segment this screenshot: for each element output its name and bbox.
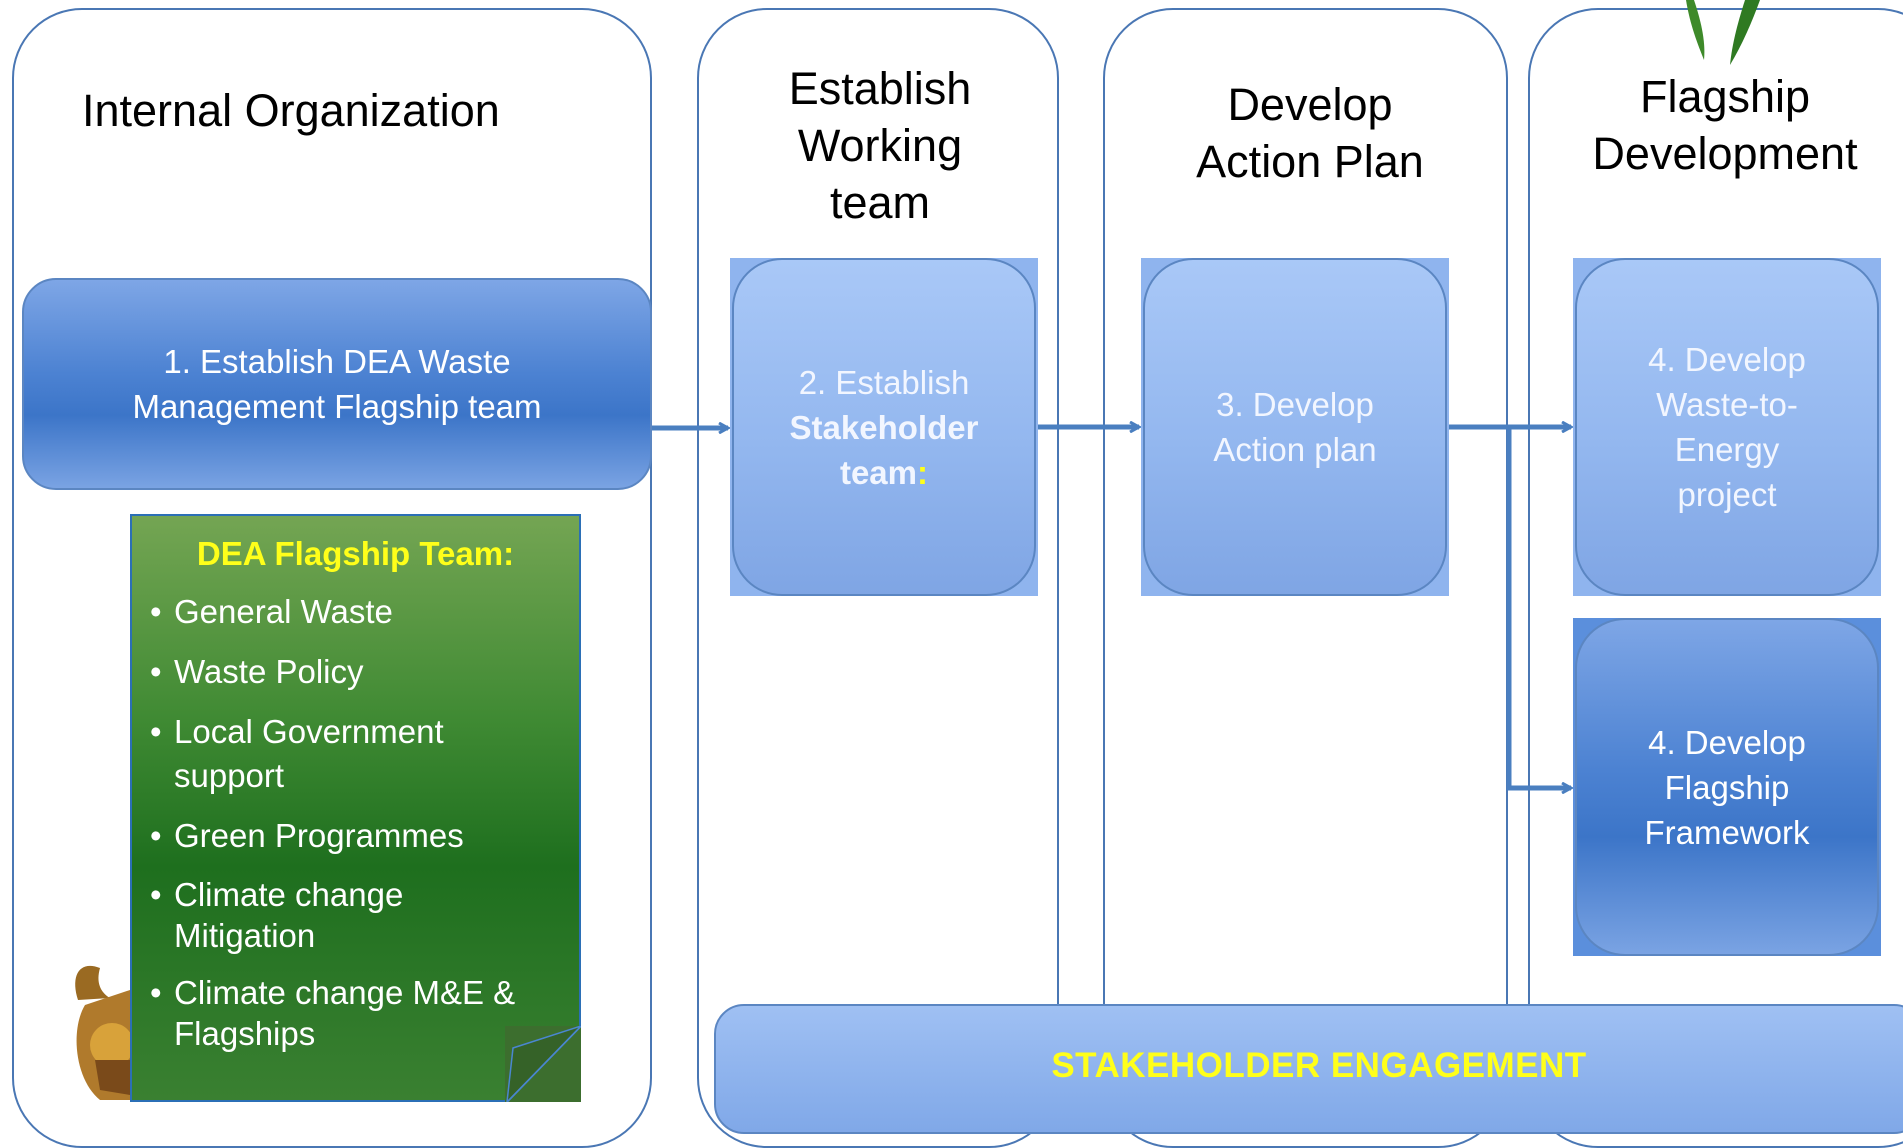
step-3-line-2: Action plan bbox=[1213, 431, 1377, 468]
team-item-local-government: Local Government support bbox=[150, 710, 579, 798]
team-item-5-line-2: Mitigation bbox=[174, 917, 316, 954]
leaf-decoration bbox=[1686, 0, 1760, 65]
step-4a-line-4: project bbox=[1677, 476, 1777, 513]
dea-flagship-team-title: DEA Flagship Team: bbox=[196, 535, 515, 572]
step-2-line-3: team: bbox=[840, 450, 928, 495]
lane-title-develop-action-plan: Develop Action Plan bbox=[1196, 79, 1424, 187]
step-2-line-2: Stakeholder bbox=[789, 408, 979, 446]
step-3-line-1: 3. Develop bbox=[1216, 386, 1374, 423]
coat-of-arms-emblem bbox=[75, 965, 134, 1100]
team-item-1-text: General Waste bbox=[174, 593, 393, 630]
step-1-line-2: Management Flagship team bbox=[132, 388, 542, 425]
lane-title-establish-working-team: Establish Working team bbox=[788, 63, 972, 228]
team-item-5-line-1: Climate change bbox=[174, 876, 404, 913]
team-item-green-programmes: Green Programmes bbox=[150, 814, 579, 858]
team-item-3-line-1: Local Government bbox=[174, 713, 444, 750]
step-3-develop-action-plan: 3. Develop Action plan bbox=[1143, 258, 1447, 596]
step-1-line-1: 1. Establish DEA Waste bbox=[163, 343, 511, 380]
step-4b-line-3: Framework bbox=[1644, 813, 1810, 851]
dea-flagship-team-list: General Waste Waste Policy Local Governm… bbox=[132, 590, 579, 1054]
step-4a-line-1: 4. Develop bbox=[1648, 341, 1806, 378]
step-4b-line-1: 4. Develop bbox=[1648, 723, 1806, 761]
step-4a-line-3: Energy bbox=[1674, 431, 1780, 468]
team-item-3-line-2: support bbox=[174, 757, 285, 794]
stakeholder-engagement-label: STAKEHOLDER ENGAGEMENT bbox=[1051, 1046, 1587, 1085]
step-2-colon: : bbox=[917, 453, 929, 491]
step-4b-line-2: Flagship bbox=[1664, 768, 1790, 806]
page-curl-icon bbox=[505, 1026, 581, 1102]
step-4a-line-2: Waste-to- bbox=[1656, 386, 1798, 423]
step-1-establish-dea-team: 1. Establish DEA Waste Management Flagsh… bbox=[22, 278, 652, 490]
lane-title-flagship-development: Flagship Development bbox=[1592, 71, 1858, 179]
step-4b-flagship-framework: 4. Develop Flagship Framework bbox=[1575, 618, 1879, 956]
step-4a-waste-to-energy: 4. Develop Waste-to- Energy project bbox=[1575, 258, 1879, 596]
stakeholder-engagement-bar: STAKEHOLDER ENGAGEMENT bbox=[714, 1004, 1903, 1134]
team-item-general-waste: General Waste bbox=[150, 590, 579, 634]
team-item-6-line-2: Flagships bbox=[174, 1015, 316, 1052]
step-2-establish-stakeholder-team: 2. Establish Stakeholder team: bbox=[732, 258, 1036, 596]
connector-arrows bbox=[652, 0, 1903, 1114]
dea-flagship-team-panel: DEA Flagship Team: General Waste Waste P… bbox=[130, 514, 581, 1102]
step-2-line-1: 2. Establish bbox=[798, 363, 970, 401]
team-item-4-text: Green Programmes bbox=[174, 817, 464, 854]
team-item-2-text: Waste Policy bbox=[174, 653, 364, 690]
lane-title-internal-organization: Internal Organization bbox=[82, 85, 500, 136]
step-2-line-3-text: team bbox=[839, 453, 918, 491]
team-item-waste-policy: Waste Policy bbox=[150, 650, 579, 694]
team-item-climate-me-flagships: Climate change M&E & Flagships bbox=[150, 972, 579, 1054]
team-item-6-line-1: Climate change M&E & bbox=[174, 974, 516, 1011]
arrow-step3-to-step4b bbox=[1506, 427, 1571, 788]
